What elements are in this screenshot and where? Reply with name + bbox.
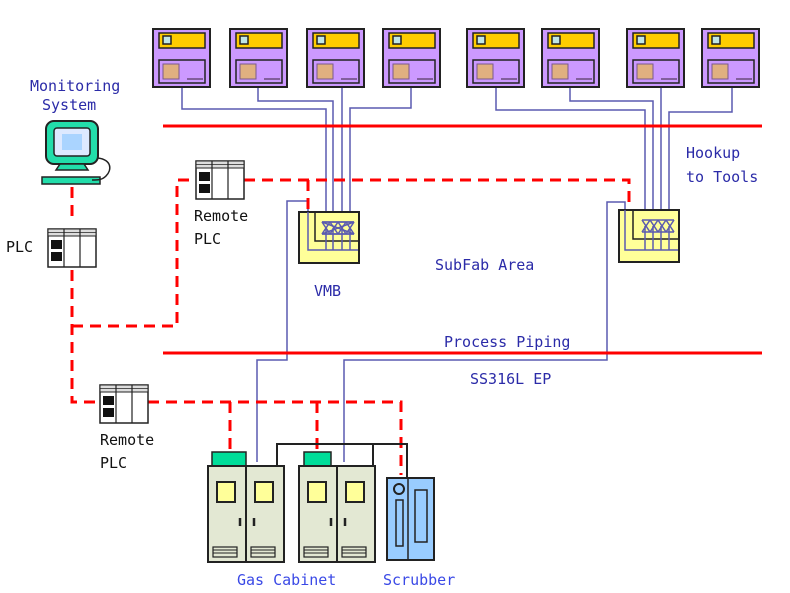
process-tool <box>382 28 441 88</box>
plc-label: PLC <box>6 238 33 256</box>
vmb-left <box>298 211 360 264</box>
tools-group-right <box>466 28 760 88</box>
monitoring-system-label-1: Monitoring <box>30 77 120 95</box>
remote-plc-upper <box>195 160 245 200</box>
hookup-label-2: to Tools <box>686 168 758 186</box>
pipe-cabinet2-to-vmb-right <box>343 201 626 462</box>
gas-cabinet-1 <box>207 451 285 563</box>
process-tool <box>229 28 288 88</box>
remote-plc-upper-label-2: PLC <box>194 230 221 248</box>
process-tool <box>152 28 211 88</box>
tools-group-left <box>152 28 441 88</box>
ss316l-ep-label: SS316L EP <box>470 370 551 388</box>
remote-plc-lower-label-1: Remote <box>100 431 154 449</box>
gas-cabinet-label: Gas Cabinet <box>237 571 336 589</box>
hookup-lines-right <box>495 87 733 240</box>
remote-plc-upper-label-1: Remote <box>194 207 248 225</box>
gas-cabinet-2 <box>298 451 376 563</box>
monitoring-system-label-2: System <box>42 96 96 114</box>
vmb-label: VMB <box>314 282 341 300</box>
process-tool <box>626 28 685 88</box>
scrubber-label: Scrubber <box>383 571 455 589</box>
gas-cabinet-connector <box>276 443 408 480</box>
remote-plc-lower-label-2: PLC <box>100 454 127 472</box>
hookup-lines-left <box>181 87 412 240</box>
remote-plc-lower <box>99 384 149 424</box>
process-tool <box>306 28 365 88</box>
process-tool <box>701 28 760 88</box>
plc-unit <box>47 228 97 268</box>
process-tool <box>541 28 600 88</box>
subfab-area-label: SubFab Area <box>435 256 534 274</box>
vmb-right <box>618 209 680 263</box>
process-tool <box>466 28 525 88</box>
hookup-label-1: Hookup <box>686 144 740 162</box>
scrubber-unit <box>386 477 435 561</box>
process-piping-label: Process Piping <box>444 333 570 351</box>
monitoring-computer-icon <box>41 120 111 185</box>
